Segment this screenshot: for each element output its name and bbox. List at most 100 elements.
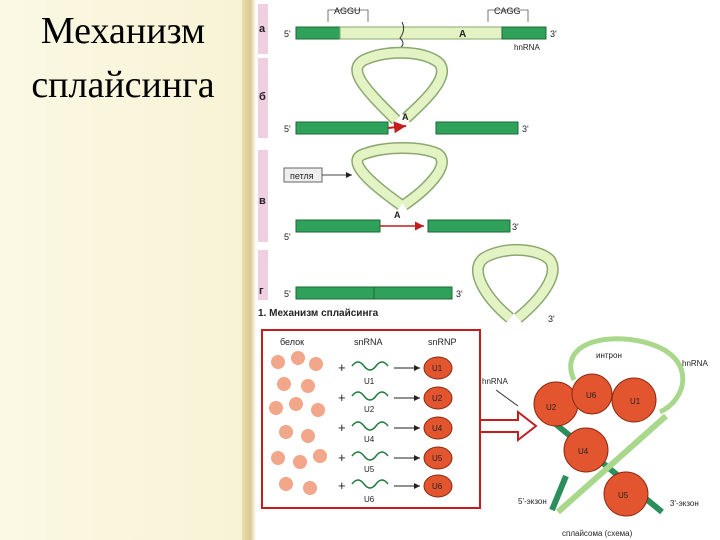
panel-v: петля A 5' 3' <box>283 142 519 242</box>
rna-label: hnRNA <box>514 43 540 52</box>
panel-v-bar <box>258 150 268 242</box>
label-u4: U4 <box>578 447 589 456</box>
snrna-coil <box>351 451 389 461</box>
hnrna-label: hnRNA <box>682 359 708 368</box>
right-seq-bracket <box>487 9 529 22</box>
snrnp-label: U2 <box>432 394 443 403</box>
panel-g-bar <box>258 250 268 300</box>
right-seq: CAGG <box>494 6 521 16</box>
left-panel <box>0 0 242 540</box>
plus-sign: + <box>338 420 346 435</box>
break-mark <box>399 21 405 49</box>
end3: 3' <box>512 222 519 232</box>
end5: 5' <box>284 124 291 134</box>
panel-b-bar <box>258 58 268 138</box>
lariat-loop <box>352 143 447 209</box>
snrnp-particle <box>423 356 453 380</box>
assembly-row-1: + U1 U1 <box>338 356 453 386</box>
intron-loop <box>568 336 686 415</box>
exon-3 <box>435 121 519 135</box>
exon-3 <box>501 26 547 40</box>
released-lariat <box>473 245 558 322</box>
branch-a: A <box>459 29 466 40</box>
loop-label: петля <box>290 171 314 181</box>
col-snrnp: snRNP <box>428 337 457 347</box>
spliceosome-caption: сплайсома (схема) <box>562 529 633 538</box>
caption-1: 1. Механизм сплайсинга <box>258 308 379 319</box>
hnrna-pointer <box>495 389 519 407</box>
label-u1: U1 <box>630 397 641 406</box>
snrna-label: U5 <box>364 465 375 474</box>
left-seq-bracket <box>327 9 369 22</box>
exon-5 <box>295 121 389 135</box>
col-snrna: snRNA <box>354 337 383 347</box>
label-u6: U6 <box>586 391 597 400</box>
exon-5 <box>295 26 341 40</box>
intron-label: интрон <box>596 351 622 360</box>
plus-sign: + <box>338 360 346 375</box>
snrna-coil <box>351 421 389 431</box>
snrna-coil <box>351 479 389 489</box>
particle-u6 <box>571 373 613 415</box>
splicing-diagram: а б в г AGGU CAGG A 5' 3' hnRNA A 5' 3' … <box>258 4 708 538</box>
attack-arrow <box>387 121 407 134</box>
assembly-arrow <box>479 409 538 443</box>
snrnp-particle <box>423 474 453 498</box>
snrnp-particle <box>423 386 453 410</box>
end5: 5' <box>284 289 291 299</box>
label-u5: U5 <box>618 491 629 500</box>
snrnp-particle <box>423 446 453 470</box>
left-panel-edge <box>242 0 256 540</box>
exon5-label: 5'-экзон <box>518 497 547 506</box>
snrna-label: U4 <box>364 435 375 444</box>
exon-3 <box>427 219 511 233</box>
end3: 3' <box>522 124 529 134</box>
exon3-label: 3'-экзон <box>670 499 699 508</box>
panel-b: A 5' 3' <box>284 46 529 135</box>
snrnp-label: U1 <box>432 364 443 373</box>
panel-g: 5' 3' 3' <box>284 243 559 324</box>
assembly-row-2: + U2 U2 <box>338 386 453 414</box>
exon-5 <box>295 219 381 233</box>
plus-sign: + <box>338 390 346 405</box>
snrna-label: U1 <box>364 377 375 386</box>
particle-u5 <box>603 471 649 517</box>
exon-3 <box>373 286 453 300</box>
end5: 5' <box>284 29 291 39</box>
hnrna-arrow-label: hnRNA <box>482 377 508 386</box>
left-seq: AGGU <box>334 6 361 16</box>
end3-loop: 3' <box>548 314 555 324</box>
exon-5 <box>295 286 375 300</box>
plus-sign: + <box>338 450 346 465</box>
slide-title: Механизм сплайсинга <box>31 10 215 106</box>
end5: 5' <box>284 232 291 242</box>
end3: 3' <box>456 289 463 299</box>
panel-a-letter: а <box>259 23 266 35</box>
snrnp-label: U5 <box>432 454 443 463</box>
snrnp-particle <box>423 416 453 440</box>
snrna-coil <box>351 361 389 371</box>
snrna-label: U6 <box>364 495 375 504</box>
branch-a: A <box>394 210 401 220</box>
panel-a: AGGU CAGG A 5' 3' hnRNA <box>284 6 557 52</box>
assembly-row-4: + U5 U5 <box>338 446 453 474</box>
plus-sign: + <box>338 478 346 493</box>
col-protein: белок <box>280 337 304 347</box>
panel-a-bar <box>258 4 268 54</box>
splicing-figure: а б в г AGGU CAGG A 5' 3' hnRNA A 5' 3' … <box>256 0 720 540</box>
snrnp-label: U4 <box>432 424 443 433</box>
spliceosome: U2 U6 U1 U4 U5 интрон hnRNA 5'-экзон 3'-… <box>518 336 708 538</box>
panel-b-letter: б <box>259 91 266 103</box>
branch-a: A <box>402 112 409 122</box>
panel-g-letter: г <box>259 285 264 297</box>
intron <box>339 26 503 40</box>
protein-cluster <box>269 351 327 495</box>
end3: 3' <box>550 29 557 39</box>
panel-v-letter: в <box>259 195 266 207</box>
snrna-coil <box>351 391 389 401</box>
label-u2: U2 <box>546 403 557 412</box>
assembly-row-3: + U4 U4 <box>338 416 453 444</box>
snrna-label: U2 <box>364 405 375 414</box>
exon-strand-b <box>556 413 668 515</box>
particle-u4 <box>563 427 609 473</box>
